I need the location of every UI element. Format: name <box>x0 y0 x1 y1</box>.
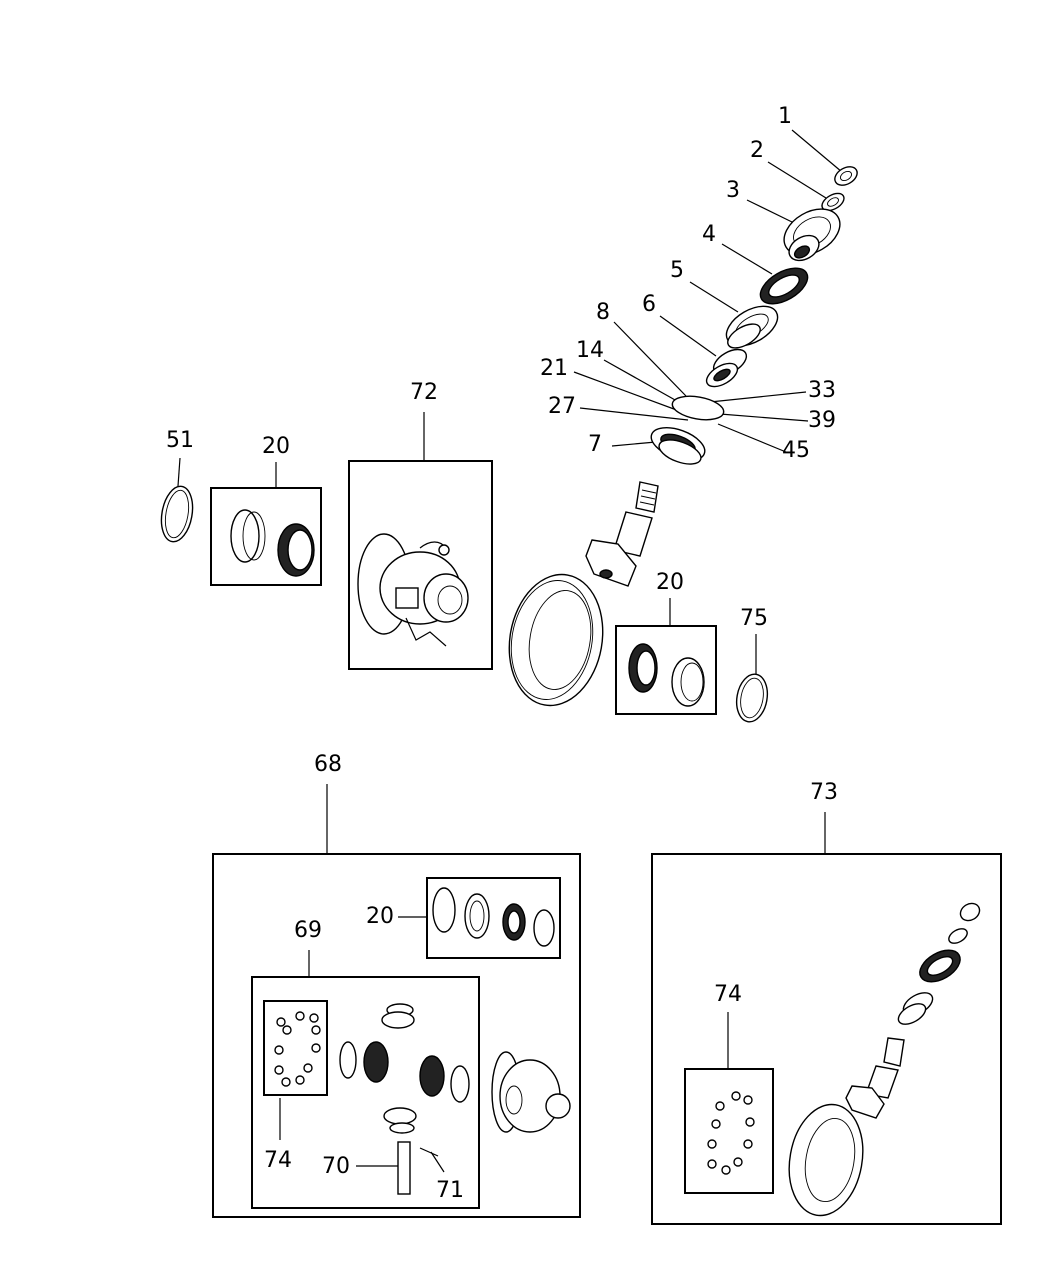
callout-45: 45 <box>782 438 810 463</box>
outer-pinion-bearing-cup <box>725 305 779 349</box>
differential-assembly-box <box>212 853 581 1218</box>
gear-kit-box <box>651 853 1002 1225</box>
callout-75: 75 <box>740 606 768 631</box>
callout-6: 6 <box>642 292 656 317</box>
inner-pinion-bearing <box>650 427 706 465</box>
locker-actuator <box>357 533 469 647</box>
bearing-kit-box-inner <box>426 877 561 959</box>
callout-1: 1 <box>778 104 792 129</box>
callout-39: 39 <box>808 408 836 433</box>
callout-7: 7 <box>588 432 602 457</box>
differential-bearing-left <box>230 509 315 577</box>
callout-72: 72 <box>410 380 438 405</box>
differential-bearing-right <box>628 643 705 707</box>
callout-69: 69 <box>294 918 322 943</box>
actuator-box <box>348 460 493 670</box>
ring-gear <box>508 573 604 707</box>
callout-73: 73 <box>810 780 838 805</box>
bearing-kit-box-right <box>615 625 717 715</box>
pinion-nut <box>834 166 858 186</box>
spider-gears <box>339 1003 470 1195</box>
callout-20-left: 20 <box>262 434 290 459</box>
callout-70: 70 <box>322 1154 350 1179</box>
callout-33: 33 <box>808 378 836 403</box>
bolt-kit-box-right <box>684 1068 774 1194</box>
shim-rings <box>671 395 725 421</box>
leader-lines <box>177 129 843 1173</box>
bearing-kit-box-left <box>210 487 322 586</box>
callout-14: 14 <box>576 338 604 363</box>
callout-74-right: 74 <box>714 982 742 1007</box>
case-bolts <box>274 1011 321 1087</box>
callout-20-inner: 20 <box>366 904 394 929</box>
callout-3: 3 <box>726 178 740 203</box>
pinion-seal <box>759 267 809 305</box>
callout-4: 4 <box>702 222 716 247</box>
callout-20-right: 20 <box>656 570 684 595</box>
pinion-flange <box>783 208 841 262</box>
callout-68: 68 <box>314 752 342 777</box>
callout-27: 27 <box>548 394 576 419</box>
callout-71: 71 <box>436 1178 464 1203</box>
gear-kit-bolts <box>707 1091 755 1175</box>
outer-pinion-bearing <box>705 348 748 388</box>
callout-2: 2 <box>750 138 764 163</box>
shim-ring-right <box>735 673 769 723</box>
gear-kit-parts <box>788 902 981 1217</box>
callout-74-left: 74 <box>264 1148 292 1173</box>
bolt-kit-box-left <box>263 1000 328 1096</box>
callout-51: 51 <box>166 428 194 453</box>
callout-5: 5 <box>670 258 684 283</box>
differential-case <box>491 1051 571 1133</box>
pinion-gear <box>585 481 659 587</box>
callout-21: 21 <box>540 356 568 381</box>
washer <box>821 192 845 212</box>
case-assembly-box <box>251 976 480 1209</box>
shim-ring-left <box>160 485 194 543</box>
bearing-kit-inner <box>432 887 555 947</box>
callout-8: 8 <box>596 300 610 325</box>
